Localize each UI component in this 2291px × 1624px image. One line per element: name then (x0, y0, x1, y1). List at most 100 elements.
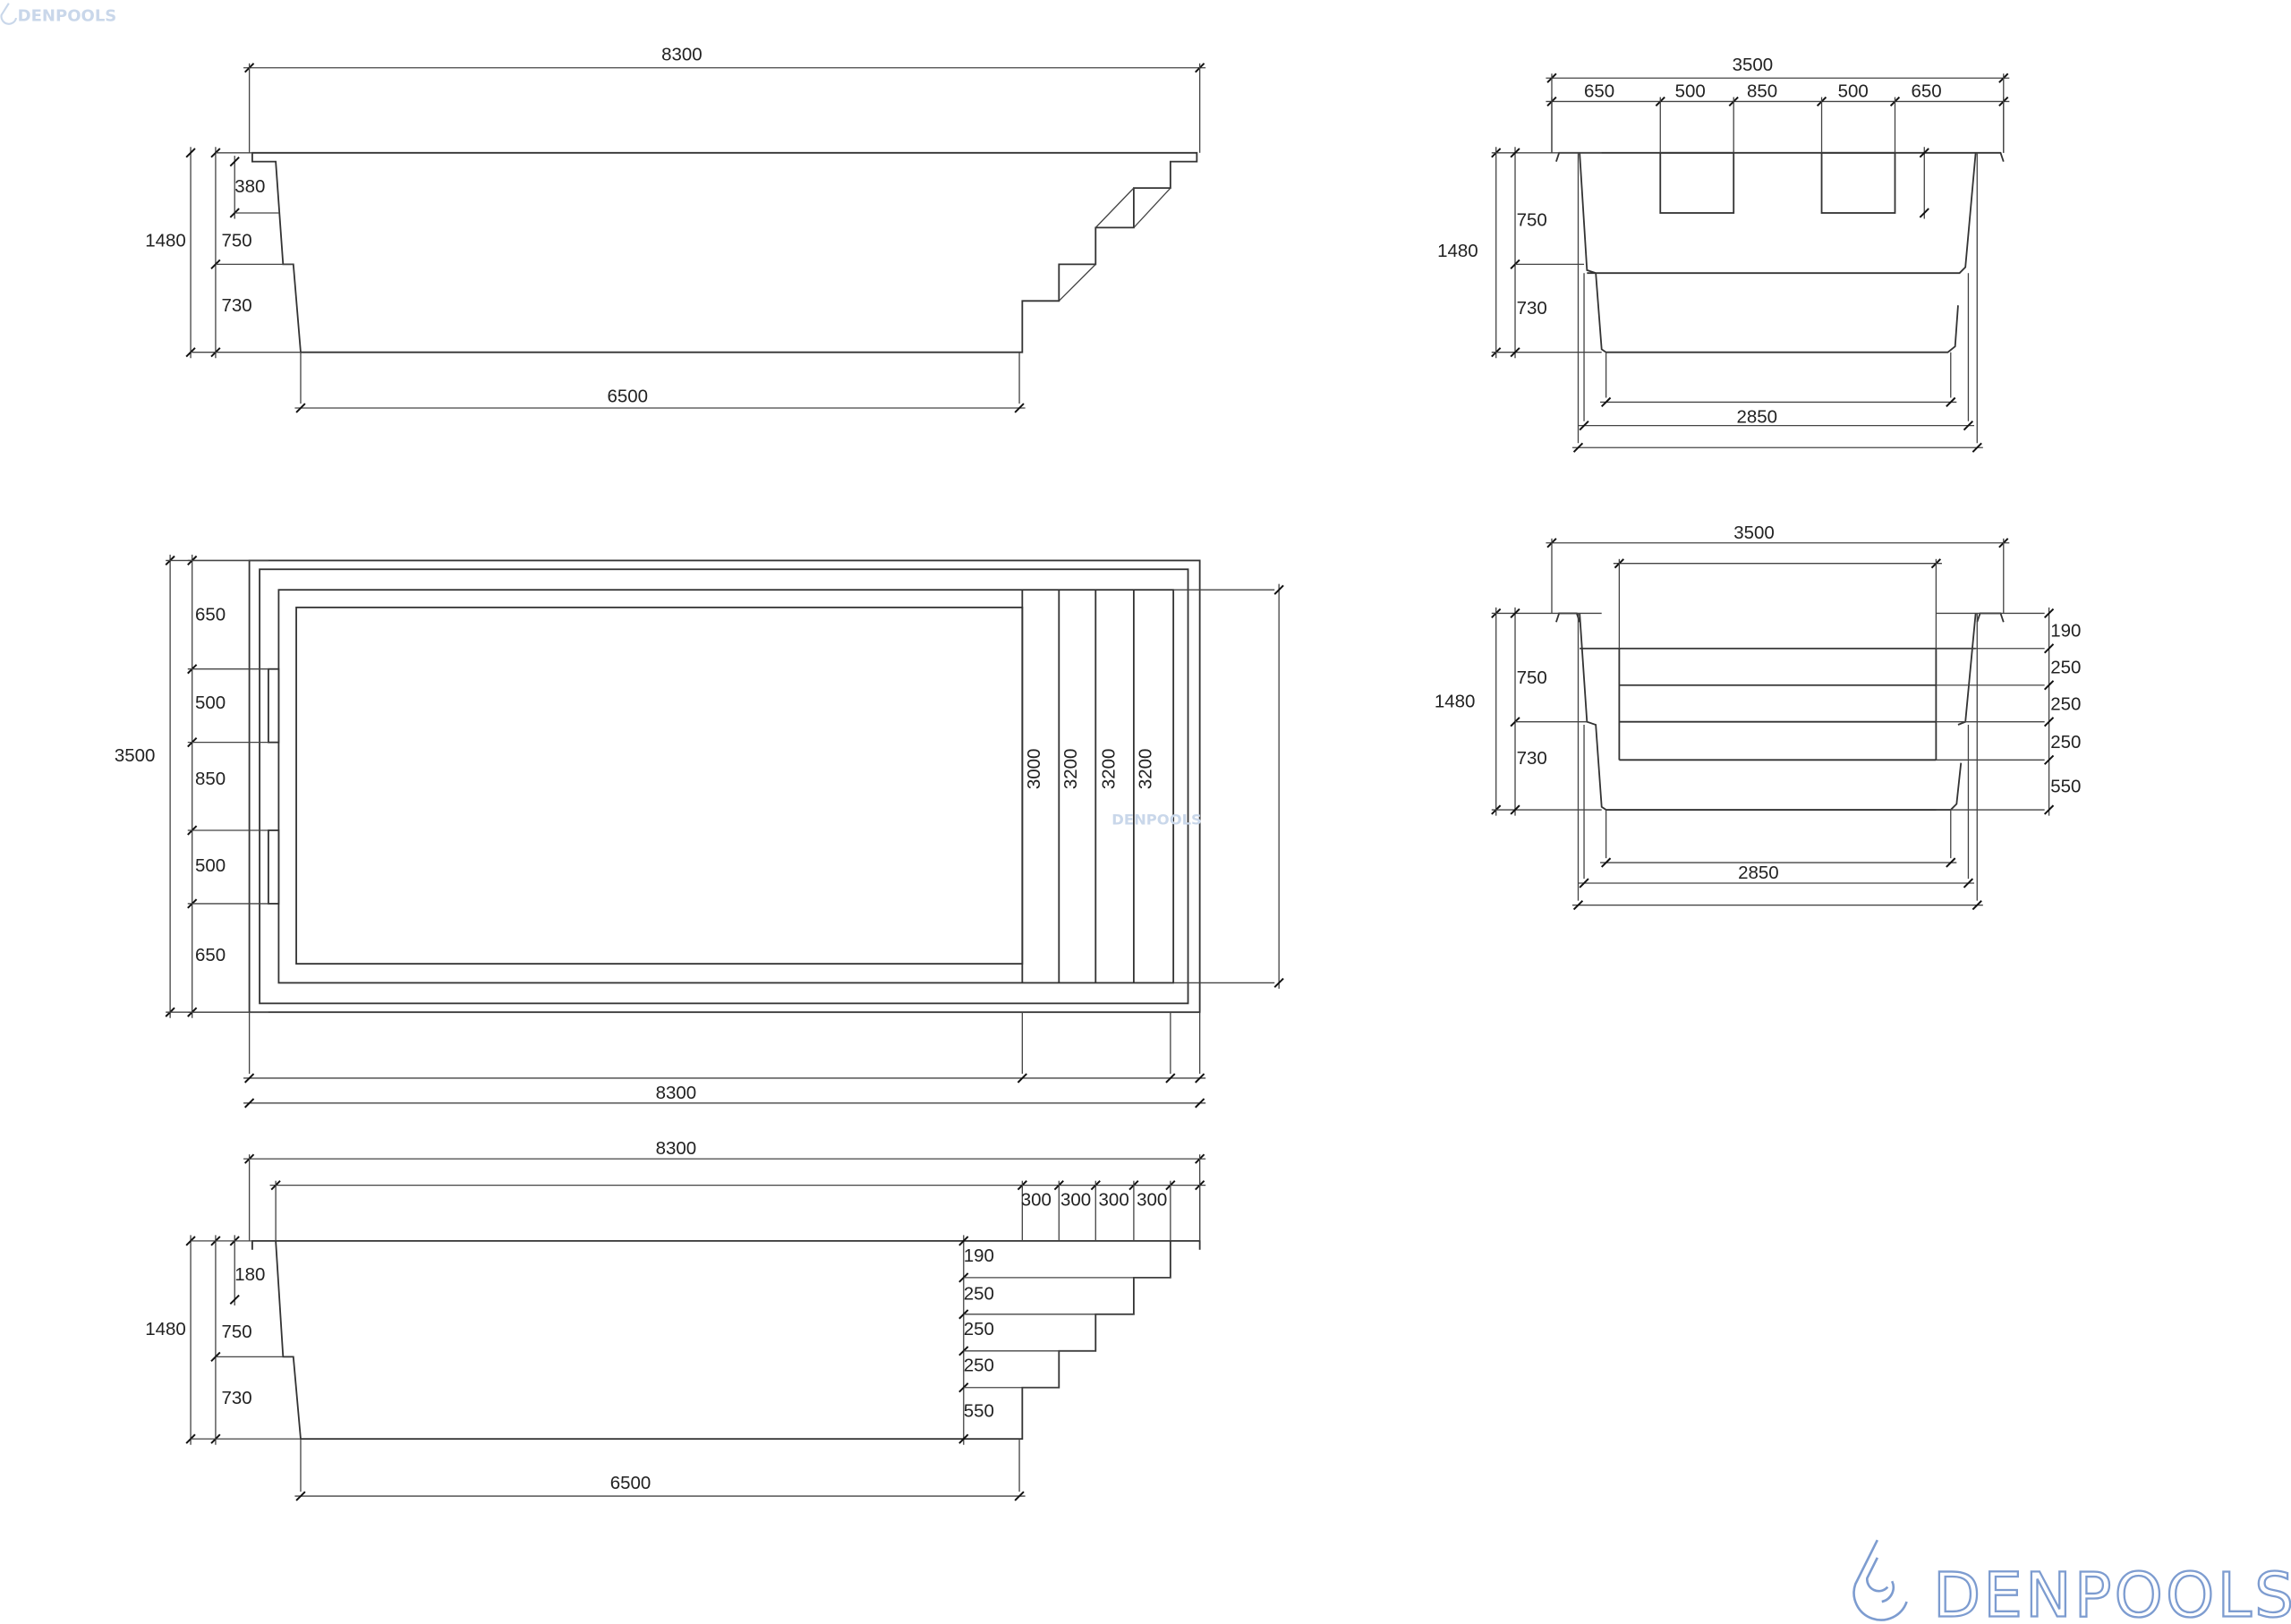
dimension-tick (295, 1491, 306, 1501)
dimension-tick (1963, 421, 1974, 431)
dim-label: 3500 (1733, 523, 1775, 543)
cross-section-skimmers: 3500 650 500 850 500 650 1480 750 730 28… (1437, 55, 2010, 453)
dim-label: 500 (1838, 81, 1869, 102)
dim-label: 550 (964, 1401, 994, 1422)
side-view-bottom: 8300 300 300 300 300 190 250 250 250 550… (145, 1138, 1206, 1501)
dimension-tick (2043, 717, 2055, 727)
pool-outline (251, 1239, 1201, 1441)
skimmer (268, 829, 280, 905)
dimension-tick (1572, 899, 1584, 911)
dimension-tick (1510, 148, 1520, 158)
dim-label: 250 (2050, 658, 2081, 678)
dimension-tick (1972, 442, 1982, 453)
watermark-logo: DENPOOLS (0, 3, 116, 25)
dim-label: 3500 (1733, 55, 1774, 75)
dimension-tick (958, 1272, 969, 1283)
dim-label: 750 (1517, 667, 1547, 688)
dim-label: 300 (1060, 1190, 1091, 1211)
pool-floor (295, 606, 1024, 965)
brand-logo-text: DENPOOLS (1933, 1560, 2291, 1624)
stair-steps (1580, 647, 1976, 761)
dim-label: 250 (2050, 732, 2081, 752)
dimension-tick (958, 1309, 969, 1320)
dim-label: 1480 (145, 231, 186, 251)
dimension-tick (1579, 421, 1589, 431)
dim-label: 650 (1584, 81, 1614, 102)
dim-label: 8300 (661, 45, 703, 65)
dim-label: 500 (195, 693, 226, 713)
pool-outline (251, 151, 1198, 353)
dimension-tick (1963, 878, 1974, 889)
dim-label: 650 (195, 605, 226, 625)
plan-view: 3500 650 500 850 500 650 3000 3200 3200 … (115, 554, 1284, 1109)
dim-label: 3200 (1136, 749, 1156, 790)
pool-interior (277, 589, 1175, 984)
dimension-tick (958, 1433, 969, 1444)
pool-outline (1555, 151, 2005, 353)
dim-label: 850 (1747, 81, 1777, 102)
dimension-tick (229, 157, 240, 167)
dim-label: 1480 (1435, 691, 1476, 711)
dimension-tick (1601, 396, 1612, 408)
brand-logo: DENPOOLS (1852, 1539, 2291, 1624)
dim-label: 8300 (656, 1083, 697, 1103)
dimension-tick (1946, 857, 1956, 868)
dimension-tick (1195, 1073, 1205, 1084)
dimension-tick (1273, 977, 1284, 989)
dim-label: 750 (221, 231, 251, 251)
dim-label: 850 (195, 769, 226, 789)
water-drop-icon (0, 3, 18, 25)
dim-label: 3000 (1024, 749, 1044, 790)
side-view-top: 8300 1480 750 730 380 6500 (145, 45, 1206, 413)
watermark-text: DENPOOLS (1111, 811, 1202, 828)
dimension-tick (1510, 347, 1520, 358)
dimension-tick (958, 1346, 969, 1356)
dim-label: 1480 (145, 1319, 186, 1339)
dim-label: 3500 (115, 745, 156, 766)
dimension-tick (1014, 403, 1025, 413)
dimension-tick (2043, 608, 2055, 619)
dim-label: 250 (964, 1283, 994, 1304)
dimension-tick (1165, 1073, 1176, 1084)
dim-label: 300 (1021, 1190, 1052, 1211)
dimension-tick (295, 403, 306, 413)
dim-label: 1480 (1437, 241, 1478, 261)
dim-label: 500 (195, 855, 226, 876)
stair-hatching (1058, 187, 1171, 302)
dimension-tick (1014, 1491, 1025, 1501)
dim-label: 250 (964, 1356, 994, 1376)
dimension-tick (2043, 680, 2055, 691)
dim-label: 750 (221, 1322, 251, 1342)
dim-label: 2850 (1738, 863, 1779, 883)
dim-label: 650 (1912, 81, 1942, 102)
dim-label: 380 (234, 176, 265, 197)
dim-label: 730 (1517, 298, 1547, 319)
cross-section-stairs: 3500 190 250 250 250 550 1480 750 730 28… (1435, 523, 2081, 911)
dimension-tick (1273, 584, 1284, 595)
dim-label: 500 (1675, 81, 1706, 102)
dim-label: 730 (221, 295, 251, 316)
dim-label: 190 (964, 1246, 994, 1266)
water-drop-icon (1852, 1539, 1908, 1621)
dimension-tick (1601, 857, 1612, 868)
dimension-tick (2043, 804, 2055, 815)
dim-label: 250 (964, 1319, 994, 1339)
rim-outline (259, 568, 1189, 1005)
dimension-tick (1017, 1073, 1027, 1084)
stair-edges (1021, 590, 1135, 983)
dimension-tick (1972, 899, 1982, 911)
dimension-tick (958, 1236, 969, 1246)
dimension-tick (244, 1098, 255, 1109)
dimension-tick (229, 1294, 240, 1305)
skimmer (268, 667, 280, 744)
dim-label: 8300 (656, 1138, 697, 1159)
dim-label: 6500 (610, 1473, 652, 1493)
dimension-tick (958, 1382, 969, 1393)
dimension-tick (1572, 442, 1584, 453)
dim-label: 6500 (608, 386, 649, 406)
dimension-tick (2043, 643, 2055, 654)
dim-label: 550 (2050, 776, 2081, 796)
dim-label: 750 (1517, 210, 1547, 231)
dimension-tick (1919, 208, 1929, 218)
